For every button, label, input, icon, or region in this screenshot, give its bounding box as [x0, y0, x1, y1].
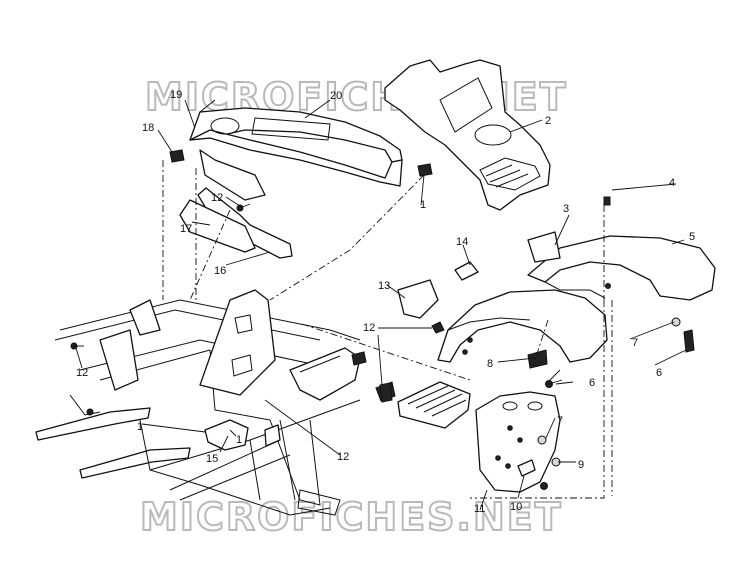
callout-2: 2: [545, 115, 551, 127]
rear-cover-part: [384, 59, 551, 211]
callout-11: 11: [474, 503, 485, 515]
callout-12-fender: 12: [363, 322, 375, 334]
front-cover-part: [189, 99, 403, 201]
callout-3: 3: [563, 203, 569, 215]
hardware-items: [70, 149, 695, 490]
callout-20: 20: [330, 90, 342, 102]
callout-19: 19: [170, 89, 182, 101]
bracket-part: [179, 187, 293, 259]
rear-fender-part: [527, 235, 716, 301]
callout-1-left: 1: [137, 421, 143, 433]
callout-1-center: 1: [236, 434, 242, 446]
callout-9: 9: [578, 459, 584, 471]
callout-12-left: 12: [76, 367, 88, 379]
callout-14: 14: [456, 236, 468, 248]
callout-16: 16: [214, 265, 226, 277]
callout-18: 18: [142, 122, 154, 134]
callout-7-upper: 7: [632, 337, 638, 349]
callout-6-right: 6: [589, 377, 595, 389]
front-fender-part: [397, 231, 608, 363]
mud-flap-part: [475, 391, 561, 493]
callout-17: 17: [180, 223, 192, 235]
callout-12-frame: 12: [337, 451, 349, 463]
callout-4: 4: [669, 177, 675, 189]
callout-12-cover: 12: [211, 192, 223, 204]
callout-1-top: 1: [420, 199, 426, 211]
callout-labels: 19 20 18 2 12 1 3 4 5 17 16 14 13 12 8 6…: [76, 89, 695, 515]
frame-part: [35, 289, 361, 516]
leader-lines: [75, 99, 687, 511]
callout-5: 5: [689, 231, 695, 243]
callout-13: 13: [378, 280, 390, 292]
callout-15: 15: [206, 453, 218, 465]
watermark-bottom: MICROFICHES.NET: [140, 495, 563, 539]
callout-7-lower: 7: [557, 415, 563, 427]
callout-8: 8: [487, 358, 493, 370]
callout-10: 10: [510, 501, 522, 513]
reference-lines: [162, 160, 613, 499]
callout-6-lower: 6: [656, 367, 662, 379]
